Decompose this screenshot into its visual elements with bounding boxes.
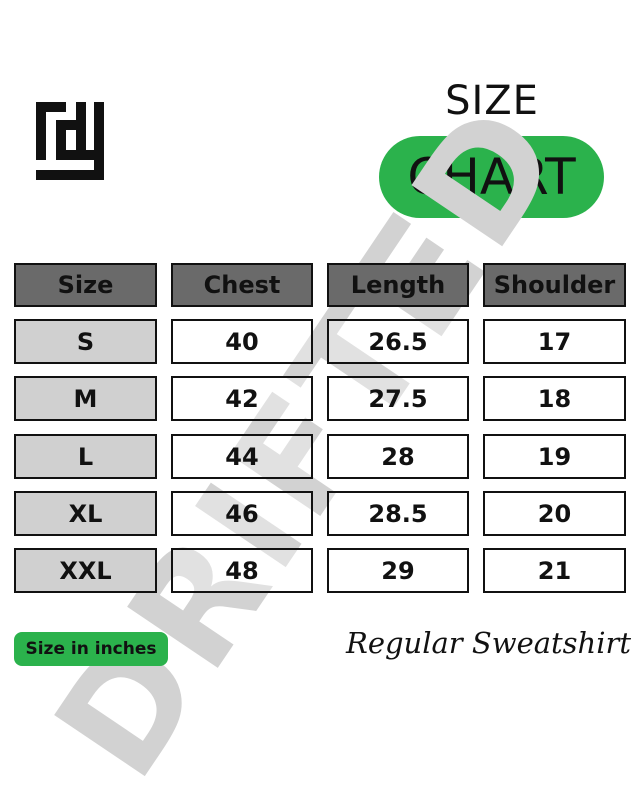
chart-title-pill: CHART	[379, 136, 604, 218]
product-name: Regular Sweatshirt	[346, 626, 632, 660]
table-cell-length: 29	[327, 548, 469, 593]
table-cell-chest: 46	[171, 491, 313, 536]
size-title: SIZE	[445, 78, 539, 124]
table-cell-size: L	[14, 434, 157, 479]
table-cell-chest: 42	[171, 376, 313, 421]
table-cell-length: 27.5	[327, 376, 469, 421]
brand-monogram-icon	[36, 102, 104, 180]
unit-badge: Size in inches	[14, 632, 168, 666]
table-cell-length: 26.5	[327, 319, 469, 364]
table-cell-shoulder: 18	[483, 376, 626, 421]
table-cell-shoulder: 19	[483, 434, 626, 479]
table-cell-shoulder: 17	[483, 319, 626, 364]
table-cell-chest: 44	[171, 434, 313, 479]
table-cell-chest: 48	[171, 548, 313, 593]
table-header-length: Length	[327, 263, 469, 307]
table-cell-size: XXL	[14, 548, 157, 593]
table-cell-size: XL	[14, 491, 157, 536]
table-cell-length: 28	[327, 434, 469, 479]
table-cell-length: 28.5	[327, 491, 469, 536]
table-cell-shoulder: 20	[483, 491, 626, 536]
table-cell-size: S	[14, 319, 157, 364]
table-header-shoulder: Shoulder	[483, 263, 626, 307]
table-cell-shoulder: 21	[483, 548, 626, 593]
table-cell-chest: 40	[171, 319, 313, 364]
chart-title: CHART	[407, 148, 576, 206]
table-header-chest: Chest	[171, 263, 313, 307]
table-cell-size: M	[14, 376, 157, 421]
table-header-size: Size	[14, 263, 157, 307]
